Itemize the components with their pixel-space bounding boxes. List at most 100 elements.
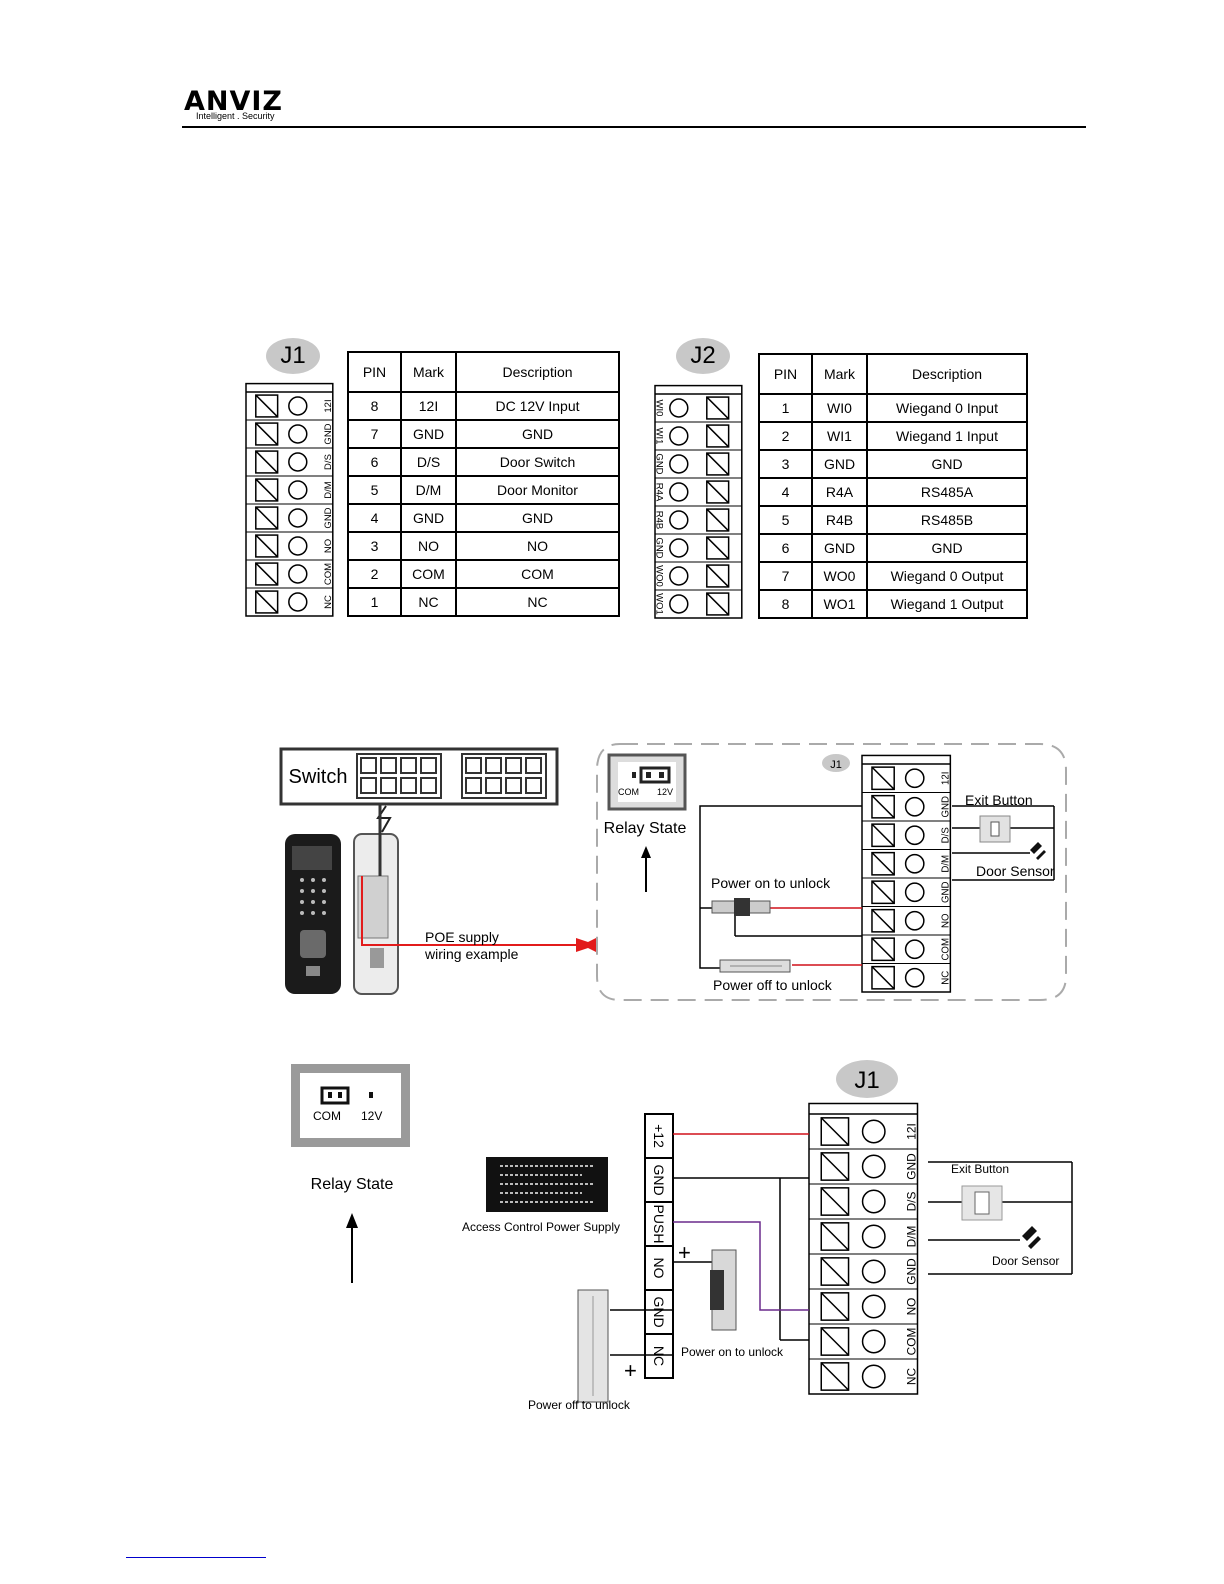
screw-slash [706, 480, 730, 504]
wire-hole-icon [904, 939, 925, 960]
psu-terminal-label: +12 [651, 1124, 667, 1148]
reader-port [370, 948, 384, 968]
psu-power-off-label: Power off to unlock [528, 1398, 631, 1412]
wire-hole-icon [904, 967, 925, 988]
relay-12v-label: 12V [657, 787, 673, 797]
ethernet-port-icon [505, 757, 522, 774]
j1-mark: GND [400, 503, 457, 533]
j2-pin: 5 [758, 505, 813, 535]
screw-slash [871, 823, 895, 847]
psu-terminal-label: GND [651, 1296, 667, 1327]
switch-label: Switch [289, 766, 348, 788]
psu-wiring-diagram: COM 12V Relay State Access Control Power… [291, 1060, 1073, 1412]
psu-terminal-label: GND [651, 1164, 667, 1195]
terminal-label: NC [941, 971, 952, 985]
j1-desc: NC [455, 587, 620, 617]
wire-hole-icon [904, 825, 925, 846]
j1-desc: Door Switch [455, 447, 620, 477]
reader-keypad-icon [300, 878, 326, 915]
terminal-label: NC [323, 595, 334, 609]
screw-slash [255, 506, 279, 530]
screw-slash [706, 564, 730, 588]
j2-desc: RS485A [866, 477, 1028, 507]
terminal-label: NO [904, 1298, 918, 1316]
screw-slash [255, 394, 279, 418]
terminal-label: 12I [904, 1123, 918, 1140]
wire-push [673, 1221, 809, 1311]
terminal-label: 12I [941, 772, 952, 785]
screw-slash [871, 909, 895, 933]
poe-label-1: POE supply [425, 929, 499, 945]
wire-hole-icon [904, 910, 925, 931]
j2-mark: R4A [811, 477, 868, 507]
j1-mark: 12I [400, 391, 457, 421]
screw-slash [255, 478, 279, 502]
key-dot [311, 900, 315, 904]
j1-mark: D/M [400, 475, 457, 505]
wire-hole-icon [669, 482, 689, 502]
key-dot [311, 911, 315, 915]
psu-relay-com-label: COM [313, 1109, 341, 1123]
j2-mark: WI1 [811, 421, 868, 451]
screw-slash [706, 424, 730, 448]
relay-state-label: Relay State [604, 820, 687, 837]
terminal-label: R4A [654, 483, 665, 502]
j2-pin: 4 [758, 477, 813, 507]
card-icon [306, 966, 320, 976]
terminal-label: D/M [941, 855, 952, 873]
ethernet-port-icon [485, 777, 502, 794]
reader-screen [292, 846, 332, 870]
psu-door-sensor-label: Door Sensor [992, 1254, 1059, 1268]
ethernet-port-icon [465, 777, 482, 794]
j1-badge: J1 [266, 338, 320, 374]
terminal-label: GND [904, 1153, 918, 1180]
j2-pin: 6 [758, 533, 813, 563]
ethernet-port-icon [505, 777, 522, 794]
poe-arrow-icon [576, 938, 597, 952]
screw-slash [820, 1187, 850, 1216]
screw-slash [255, 534, 279, 558]
wire-hole-icon [904, 796, 925, 817]
j1-col-pin: PIN [347, 351, 402, 393]
key-dot [322, 911, 326, 915]
terminal-label: WO1 [654, 593, 665, 615]
j1-mark: COM [400, 559, 457, 589]
screw-slash [871, 795, 895, 819]
terminal-label: GND [654, 537, 665, 558]
terminal-label: COM [323, 563, 334, 585]
j2-mark: WI0 [811, 393, 868, 423]
j2-mark: R4B [811, 505, 868, 535]
terminal-label: D/M [904, 1226, 918, 1248]
wire-hole-icon [904, 768, 925, 789]
j2-pin: 8 [758, 589, 813, 619]
terminal-label: WO0 [654, 565, 665, 587]
terminal-label: WI0 [654, 400, 665, 417]
j1-desc: NO [455, 531, 620, 561]
screw-slash [706, 592, 730, 616]
exit-button-icon [979, 815, 1011, 843]
j1-col-desc: Description [455, 351, 620, 393]
psu-relay-state-label: Relay State [311, 1176, 394, 1193]
ethernet-port-icon [380, 777, 397, 794]
j2-mark: WO1 [811, 589, 868, 619]
terminal-label: GND [941, 796, 952, 818]
plus-icon: + [624, 1358, 637, 1383]
wire-hole-icon [861, 1119, 886, 1144]
psu-exit-button-label: Exit Button [951, 1162, 1009, 1176]
j2-mark: GND [811, 449, 868, 479]
j1-pin: 2 [347, 559, 402, 589]
j1-col-mark: Mark [400, 351, 457, 393]
wire-hole-icon [288, 564, 308, 584]
screw-slash [820, 1257, 850, 1286]
poe-arrow-line [361, 876, 596, 946]
ethernet-port-icon [525, 757, 542, 774]
wire-hole-icon [861, 1154, 886, 1179]
j1-mark: NO [400, 531, 457, 561]
ethernet-port-icon [400, 777, 417, 794]
